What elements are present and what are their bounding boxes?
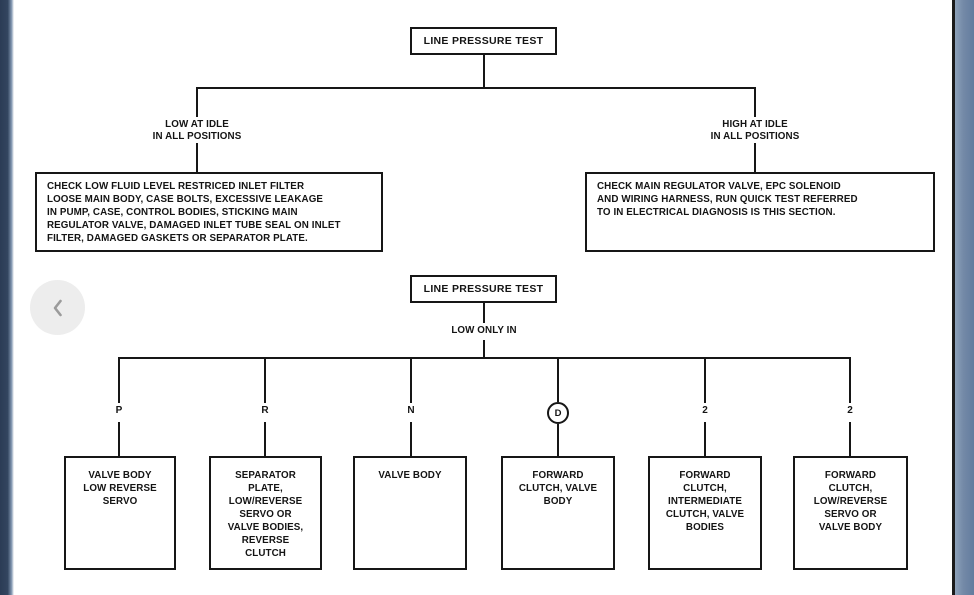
connector-line: [704, 422, 706, 456]
cause-box-p: VALVE BODY LOW REVERSE SERVO: [64, 456, 176, 570]
connector-line: [849, 357, 851, 403]
connector-line: [264, 422, 266, 456]
page-right-edge-strip: [955, 0, 974, 595]
condition-low-at-idle: LOW AT IDLE IN ALL POSITIONS: [152, 119, 242, 142]
connector-line: [483, 340, 485, 357]
action-box-high-at-idle: CHECK MAIN REGULATOR VALVE, EPC SOLENOID…: [585, 172, 935, 252]
connector-line: [264, 357, 266, 403]
connector-line: [196, 87, 756, 89]
connector-line: [118, 422, 120, 456]
gear-label-2a: 2: [702, 405, 708, 416]
connector-line: [754, 87, 756, 117]
connector-line: [196, 87, 198, 117]
gear-label-n: N: [407, 405, 415, 416]
connector-line: [196, 143, 198, 172]
connector-line: [704, 357, 706, 403]
connector-line: [754, 143, 756, 172]
connector-line: [557, 357, 559, 402]
action-box-low-at-idle: CHECK LOW FLUID LEVEL RESTRICED INLET FI…: [35, 172, 383, 252]
connector-line: [483, 303, 485, 323]
condition-high-at-idle: HIGH AT IDLE IN ALL POSITIONS: [710, 119, 800, 142]
gear-label-2b: 2: [847, 405, 853, 416]
flowchart-second-test-box: LINE PRESSURE TEST: [410, 275, 557, 303]
condition-low-only-in: LOW ONLY IN: [451, 325, 517, 336]
cause-box-2a: FORWARD CLUTCH, INTERMEDIATE CLUTCH, VAL…: [648, 456, 762, 570]
gear-label-r: R: [261, 405, 269, 416]
gear-label-p: P: [115, 405, 123, 416]
previous-page-button[interactable]: [30, 280, 85, 335]
flowchart-root-box: LINE PRESSURE TEST: [410, 27, 557, 55]
cause-box-d: FORWARD CLUTCH, VALVE BODY: [501, 456, 615, 570]
connector-line: [410, 422, 412, 456]
cause-box-n: VALVE BODY: [353, 456, 467, 570]
connector-line: [410, 357, 412, 403]
gear-label-d-circle: D: [547, 402, 569, 424]
connector-line: [118, 357, 120, 403]
connector-line: [849, 422, 851, 456]
page-right-edge-line: [952, 0, 955, 595]
page-left-edge-strip: [0, 0, 14, 595]
cause-box-r: SEPARATOR PLATE, LOW/REVERSE SERVO OR VA…: [209, 456, 322, 570]
connector-line: [119, 357, 851, 359]
connector-line: [483, 55, 485, 87]
cause-box-2b: FORWARD CLUTCH, LOW/REVERSE SERVO OR VAL…: [793, 456, 908, 570]
connector-line: [557, 424, 559, 456]
chevron-left-icon: [47, 297, 69, 319]
